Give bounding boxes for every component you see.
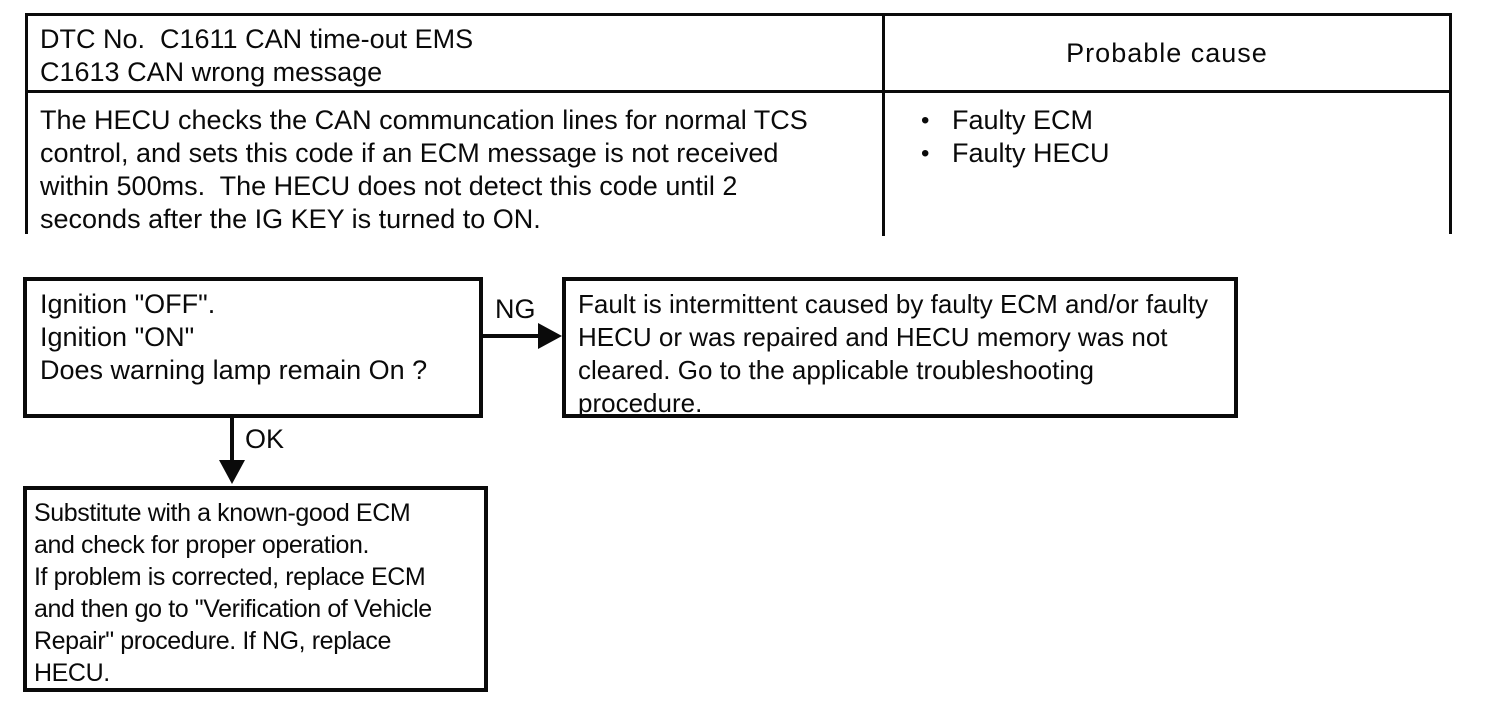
dtc-description-cell: The HECU checks the CAN communcation lin… — [28, 93, 885, 236]
cause-text: Faulty HECU — [952, 138, 1110, 168]
ok-branch-label: OK — [245, 424, 285, 455]
cause-item: • Faulty HECU — [921, 137, 1449, 170]
result-line: and check for proper operation. — [34, 531, 370, 559]
result-line: Repair" procedure. If NG, replace — [34, 627, 391, 655]
probable-cause-header: Probable cause — [1066, 37, 1268, 68]
result-line: HECU. — [34, 659, 110, 687]
ng-branch-label: NG — [495, 294, 536, 325]
result-line: Substitute with a known-good ECM — [34, 499, 411, 527]
dtc-number-cell: DTC No. C1611 CAN time-out EMS C1613 CAN… — [28, 16, 885, 93]
result-line: If problem is corrected, replace ECM — [34, 563, 426, 591]
description-line: seconds after the IG KEY is turned to ON… — [40, 204, 541, 234]
probable-cause-list-cell: • Faulty ECM • Faulty HECU — [885, 93, 1449, 236]
result-line: and then go to "Verification of Vehicle — [34, 595, 432, 623]
flow-result-intermittent-fault: Fault is intermittent caused by faulty E… — [562, 277, 1238, 418]
cause-item: • Faulty ECM — [921, 104, 1449, 137]
step-line: Ignition "ON" — [40, 322, 195, 352]
result-line: cleared. Go to the applicable troublesho… — [578, 355, 1095, 385]
result-line: Fault is intermittent caused by faulty E… — [578, 289, 1209, 319]
cause-text: Faulty ECM — [952, 105, 1094, 135]
ng-arrow-icon — [538, 323, 562, 349]
step-line: Does warning lamp remain On ? — [40, 355, 428, 385]
dtc-number-line: C1613 CAN wrong message — [40, 57, 383, 87]
description-line: within 500ms. The HECU does not detect t… — [40, 171, 738, 201]
probable-cause-header-cell: Probable cause — [885, 16, 1449, 93]
ok-arrow-icon — [219, 460, 245, 484]
description-line: control, and sets this code if an ECM me… — [40, 138, 779, 168]
ok-arrow-line — [230, 418, 234, 462]
dtc-table: DTC No. C1611 CAN time-out EMS C1613 CAN… — [25, 13, 1452, 236]
flow-step-substitute-ecm: Substitute with a known-good ECM and che… — [23, 486, 488, 692]
ng-arrow-line — [483, 334, 540, 338]
dtc-number-line: DTC No. C1611 CAN time-out EMS — [40, 24, 474, 54]
result-line: procedure. — [578, 388, 703, 418]
description-line: The HECU checks the CAN communcation lin… — [40, 105, 808, 135]
bullet-icon: • — [921, 107, 930, 134]
result-line: HECU or was repaired and HECU memory was… — [578, 322, 1168, 352]
bullet-icon: • — [921, 140, 930, 167]
flow-step-ignition-check: Ignition "OFF". Ignition "ON" Does warni… — [23, 277, 483, 418]
step-line: Ignition "OFF". — [40, 289, 216, 319]
